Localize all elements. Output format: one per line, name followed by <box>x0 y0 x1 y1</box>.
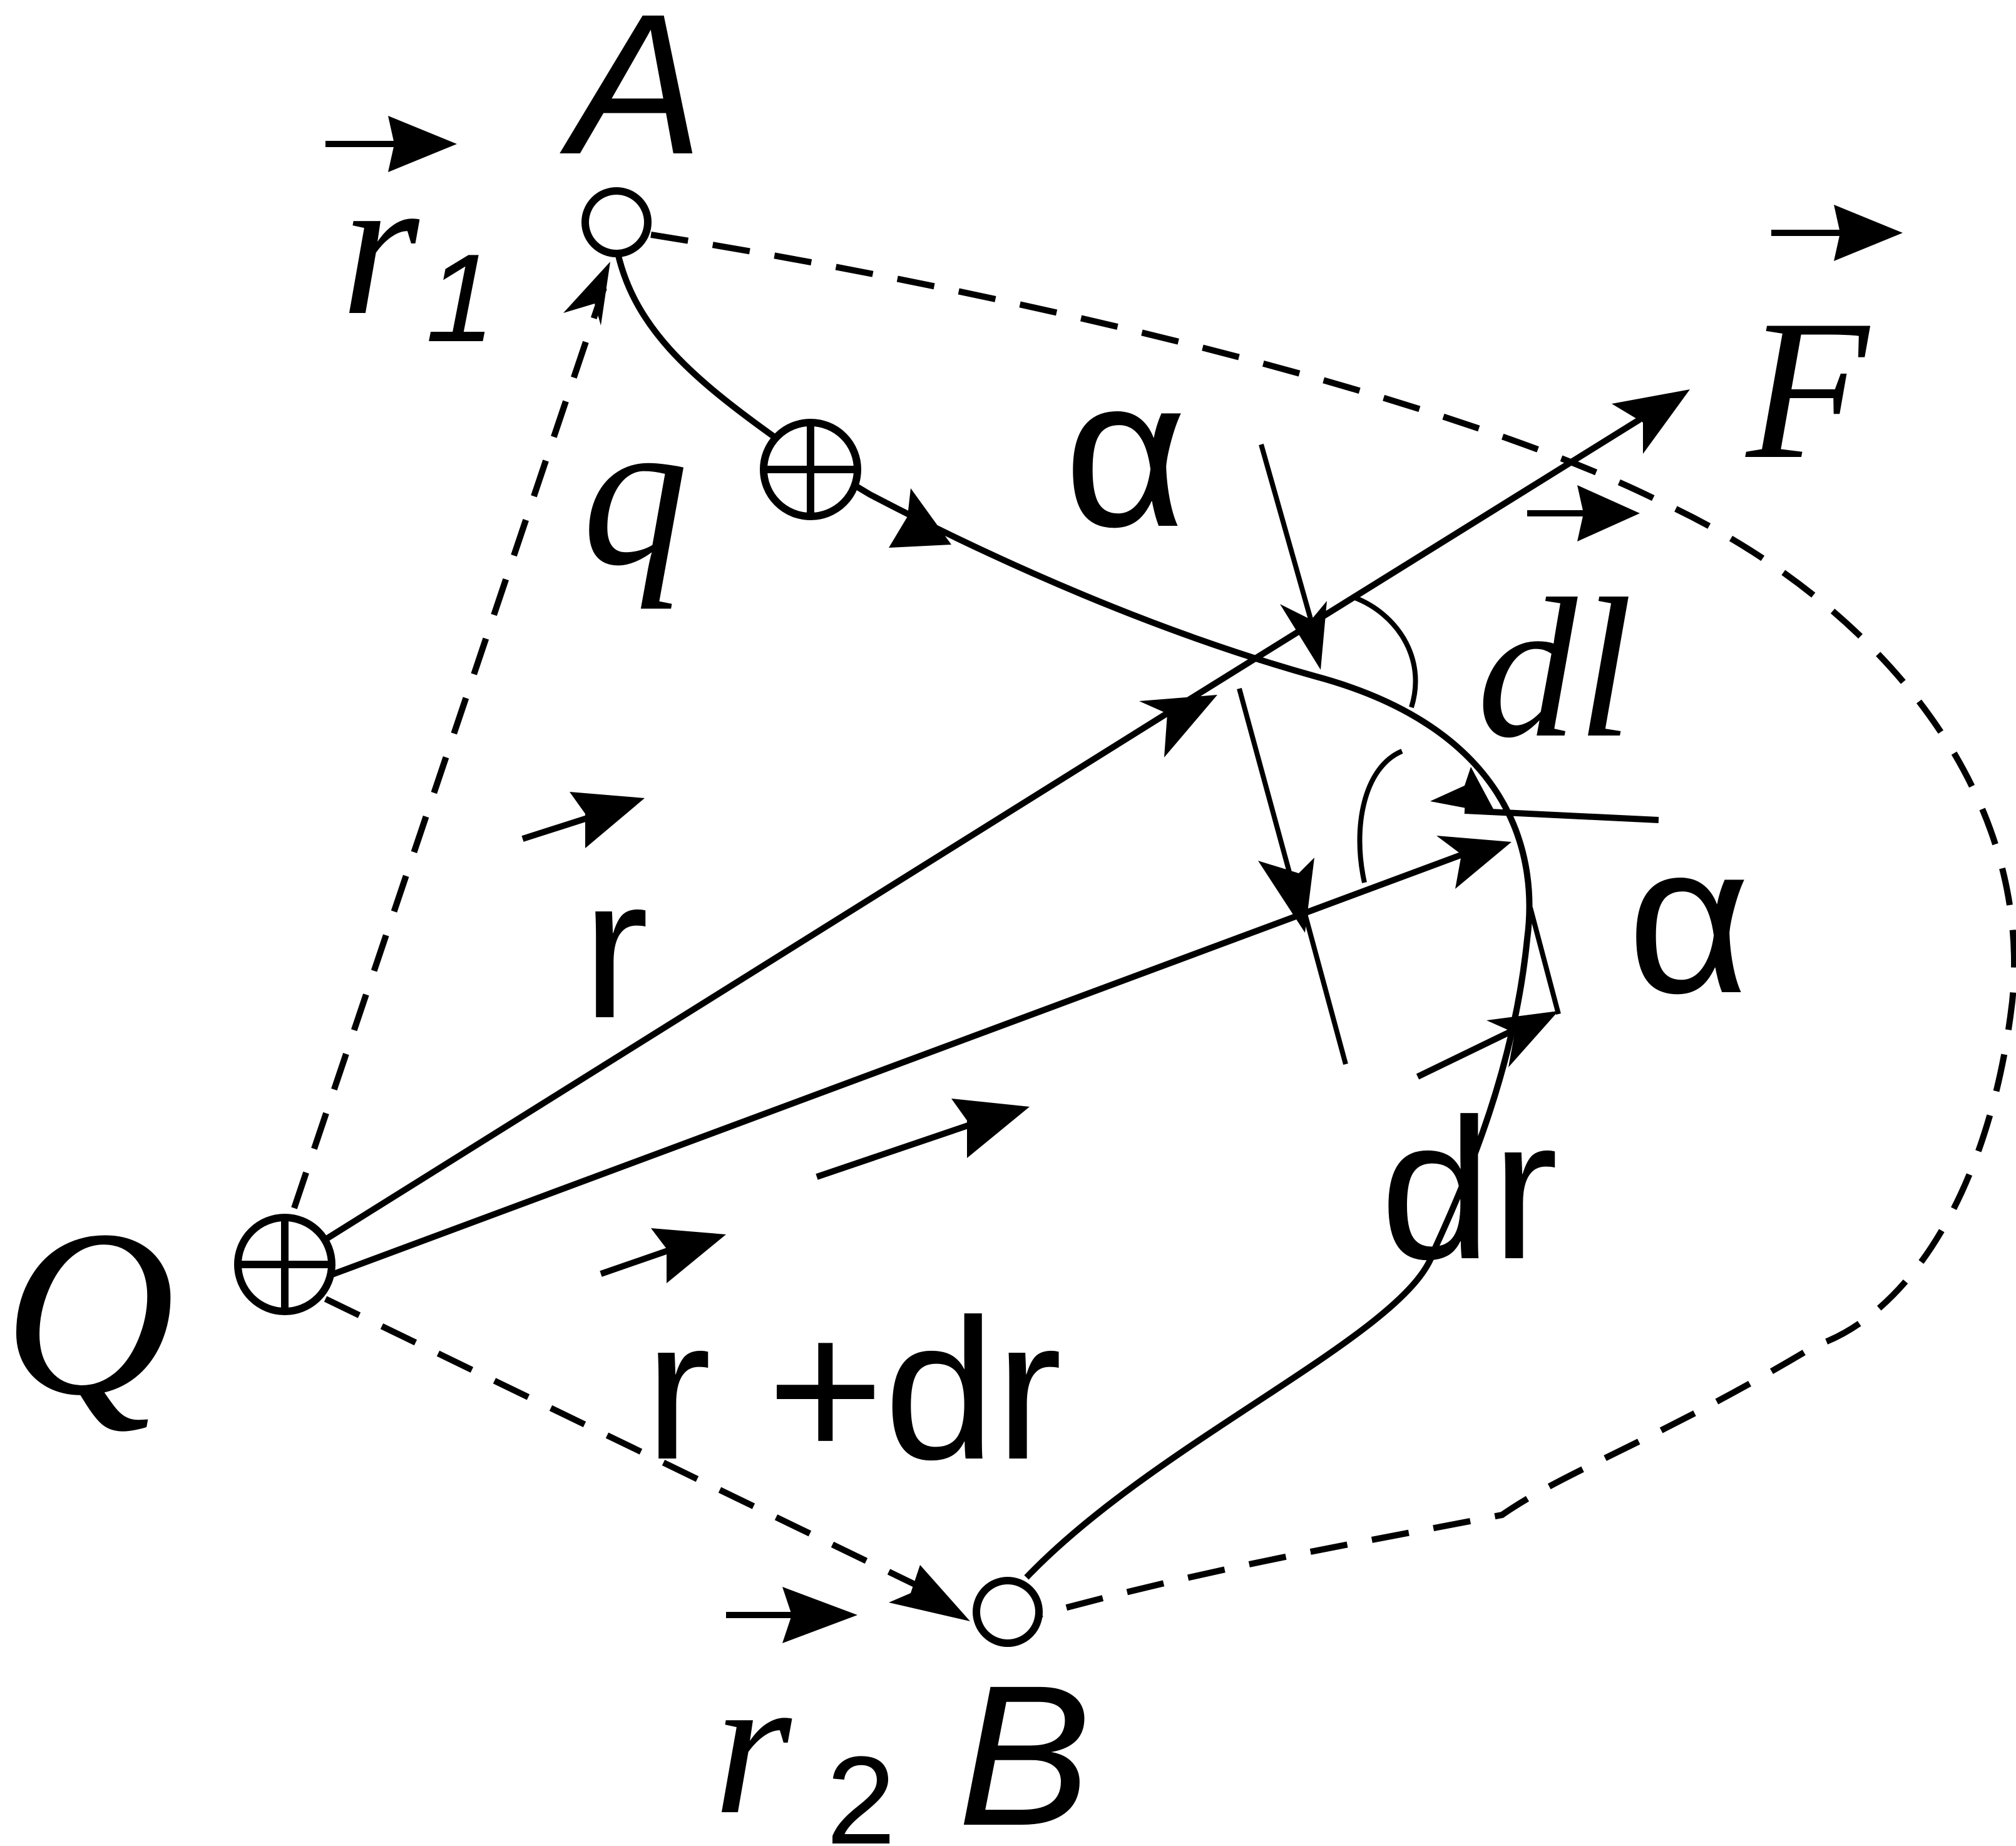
label-vec-r2: r <box>714 1634 795 1846</box>
label-angle-alpha-1: α <box>1064 334 1187 572</box>
arrow-over-r-dr-2-head <box>951 1099 1030 1158</box>
point-a-marker <box>581 187 652 257</box>
point-b-marker <box>973 1577 1043 1647</box>
test-charge-icon <box>760 419 861 520</box>
vector-r2-arrowhead <box>889 1565 970 1621</box>
label-charge-q-test: q <box>582 374 688 610</box>
label-vec-F: F <box>1743 279 1871 501</box>
perpendicular-guide-4 <box>1528 906 1561 1015</box>
label-angle-alpha-2: α <box>1627 800 1751 1038</box>
arrow-over-r2-head <box>782 1587 857 1643</box>
angle-arc-2 <box>1357 749 1403 883</box>
vector-F-arrowhead <box>1612 389 1690 454</box>
vector-r-line <box>324 704 1179 1243</box>
label-vec-r: r <box>582 836 649 1060</box>
label-vec-dr: dr <box>1380 1077 1558 1301</box>
perpendicular-arrowhead-2 <box>1258 858 1314 933</box>
label-vec-dl: dl <box>1477 558 1633 779</box>
perpendicular-guide-3 <box>1302 913 1348 1065</box>
arrow-over-r-dr-2 <box>816 1117 984 1180</box>
label-point-a: A <box>557 0 703 196</box>
arrow-over-F-head <box>1834 205 1903 261</box>
vector-F-line <box>1175 416 1642 710</box>
vector-r1-line <box>291 287 607 1209</box>
arrow-over-r-head <box>570 792 645 848</box>
label-vec-r1-subscript: 1 <box>426 228 495 368</box>
arrow-over-r1-head <box>388 116 457 172</box>
vector-dr-arrowhead <box>1486 1011 1558 1067</box>
perpendicular-guide-1 <box>1259 443 1317 633</box>
vector-dr-line <box>1416 1023 1523 1080</box>
source-charge-icon <box>234 1214 335 1315</box>
vector-r-dr-arrowhead <box>1436 836 1512 889</box>
vector-dl-arrowhead <box>1430 767 1496 814</box>
perpendicular-guide-2 <box>1237 687 1298 896</box>
vector-dl-line <box>1464 808 1659 823</box>
arrow-over-r-dr-1-head <box>651 1228 726 1283</box>
vector-r-dr-line <box>324 848 1472 1280</box>
angle-arc-1 <box>1354 595 1418 709</box>
vector-r-arrowhead <box>1139 695 1217 757</box>
perpendicular-arrowhead-1 <box>1280 601 1327 670</box>
path-arrowhead-near-q <box>889 488 951 548</box>
vector-r1-arrowhead <box>563 262 610 326</box>
label-vec-r2-subscript: 2 <box>826 1731 896 1846</box>
label-point-b: B <box>958 1643 1091 1846</box>
label-vec-r-plus-dr: r +dr <box>645 1277 1062 1501</box>
vector-r2-line <box>324 1296 928 1593</box>
arrow-over-dl-head <box>1577 485 1640 541</box>
label-vec-r1: r <box>341 135 422 357</box>
label-charge-q-source: Q <box>3 1181 175 1445</box>
